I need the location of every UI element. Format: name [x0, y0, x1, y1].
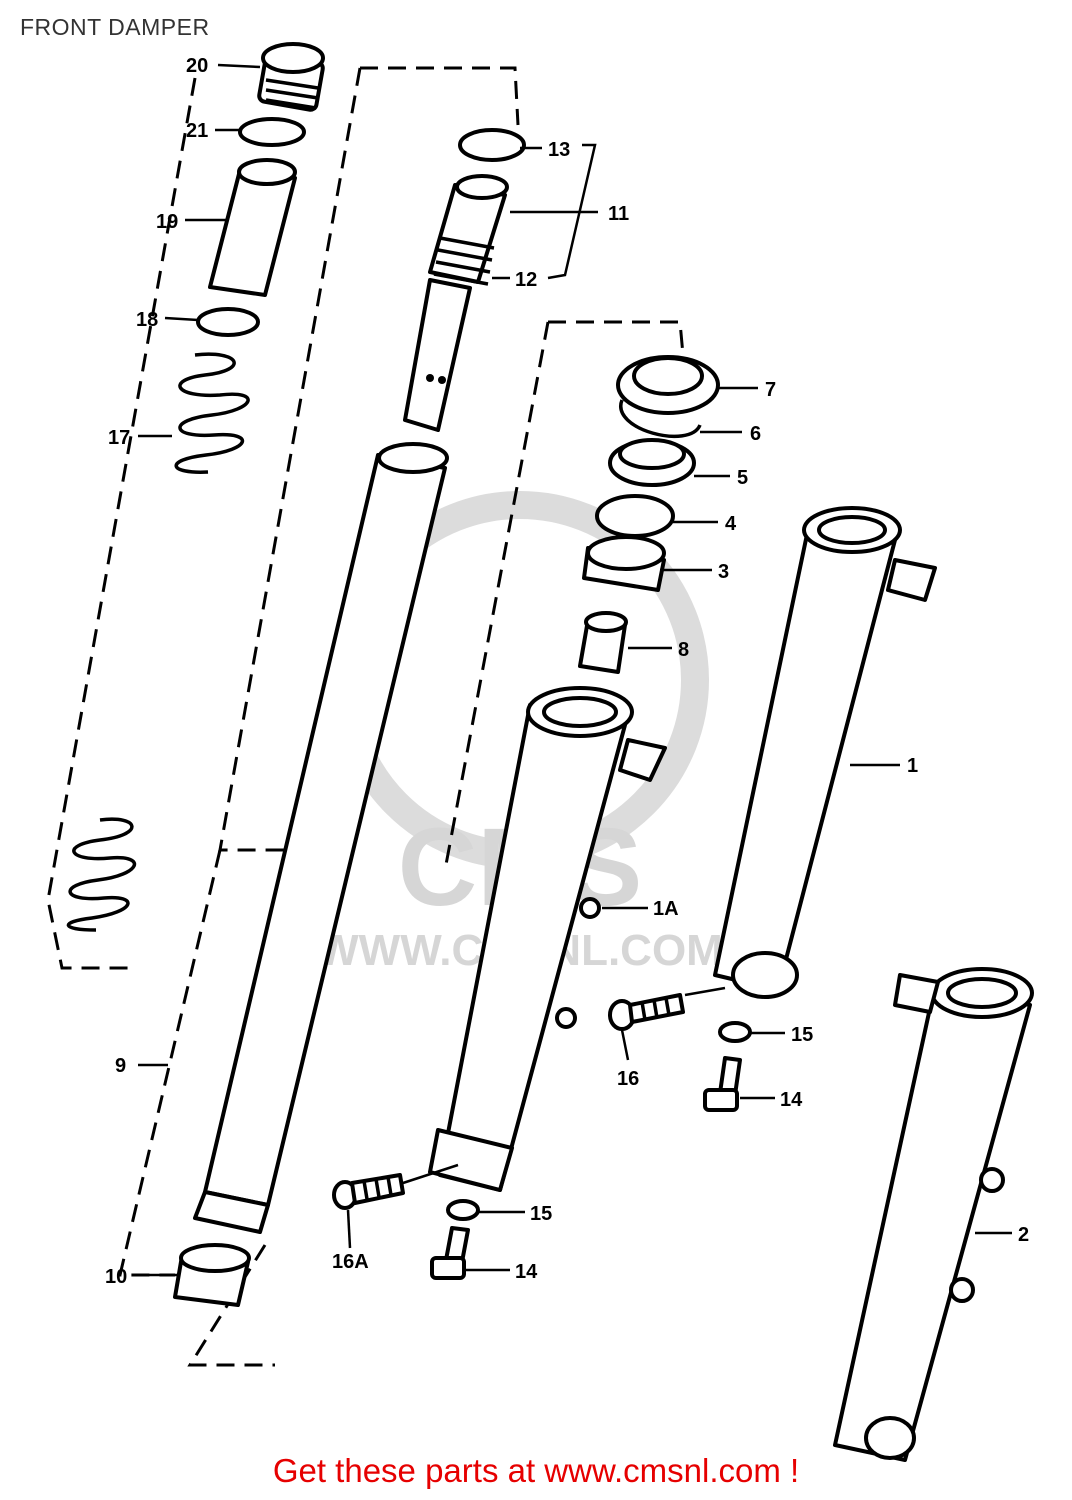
callout-19: 19 [156, 211, 178, 233]
part-3-guide-bushing [582, 535, 666, 592]
part-16-bolt [608, 993, 685, 1031]
callout-1: 1 [907, 755, 918, 777]
part-17-fork-spring [66, 352, 250, 932]
callout-15-lower: 15 [530, 1203, 552, 1225]
part-14-bolt-lower [430, 1226, 470, 1280]
part-4-seal-washer [595, 494, 675, 538]
callout-16a: 16A [332, 1251, 369, 1273]
part-9-inner-tube [193, 442, 449, 1234]
callout-14-lower: 14 [515, 1261, 538, 1283]
part-13-seal-ring [458, 128, 526, 162]
callout-leaders [132, 63, 1012, 1277]
callout-2: 2 [1018, 1224, 1029, 1246]
callout-labels: 20 21 19 18 17 9 10 13 11 12 7 6 5 4 3 8… [105, 55, 1029, 1288]
callout-4: 4 [725, 513, 737, 535]
callout-5: 5 [737, 467, 748, 489]
part-18-washer [196, 307, 260, 337]
callout-7: 7 [765, 379, 776, 401]
part-15-washer-lower [446, 1199, 480, 1221]
part-12-piston-rings [433, 236, 495, 286]
callout-17: 17 [108, 427, 130, 449]
callout-12: 12 [515, 269, 537, 291]
callout-1a: 1A [653, 898, 679, 920]
callout-21: 21 [186, 120, 208, 142]
callout-6: 6 [750, 423, 761, 445]
part-1-outer-tube-right [713, 506, 937, 999]
footer-parts-link[interactable]: Get these parts at www.cmsnl.com ! [272, 1452, 800, 1489]
callout-10: 10 [105, 1266, 127, 1288]
part-19-spacer-tube [208, 158, 297, 297]
part-5-oil-seal [608, 438, 696, 487]
part-21-o-ring [238, 117, 306, 147]
callout-11: 11 [608, 203, 629, 225]
part-11-damper-rod [403, 174, 509, 432]
assembly-guide-lines [46, 66, 685, 1367]
page-title: FRONT DAMPER [20, 14, 210, 40]
part-7-dust-seal [616, 355, 720, 415]
part-1a-outer-tube-left [428, 686, 667, 1192]
part-14-bolt-upper [703, 1056, 742, 1112]
callout-13: 13 [548, 139, 570, 161]
part-2-outer-tube-lower [833, 967, 1034, 1462]
part-16a-bolt [332, 1173, 405, 1210]
callout-14-upper: 14 [780, 1089, 803, 1111]
callout-8: 8 [678, 639, 689, 661]
part-6-circlip [619, 399, 702, 439]
part-15-washer-upper [718, 1021, 752, 1043]
part-10-slide-bushing [173, 1243, 251, 1307]
callout-9: 9 [115, 1055, 126, 1077]
callout-3: 3 [718, 561, 729, 583]
callout-18: 18 [136, 309, 158, 331]
part-20-cap-bolt [257, 42, 325, 112]
callout-20: 20 [186, 55, 208, 77]
part-8-oil-lock-piece [578, 611, 628, 674]
callout-16: 16 [617, 1068, 639, 1090]
callout-15-upper: 15 [791, 1024, 813, 1046]
